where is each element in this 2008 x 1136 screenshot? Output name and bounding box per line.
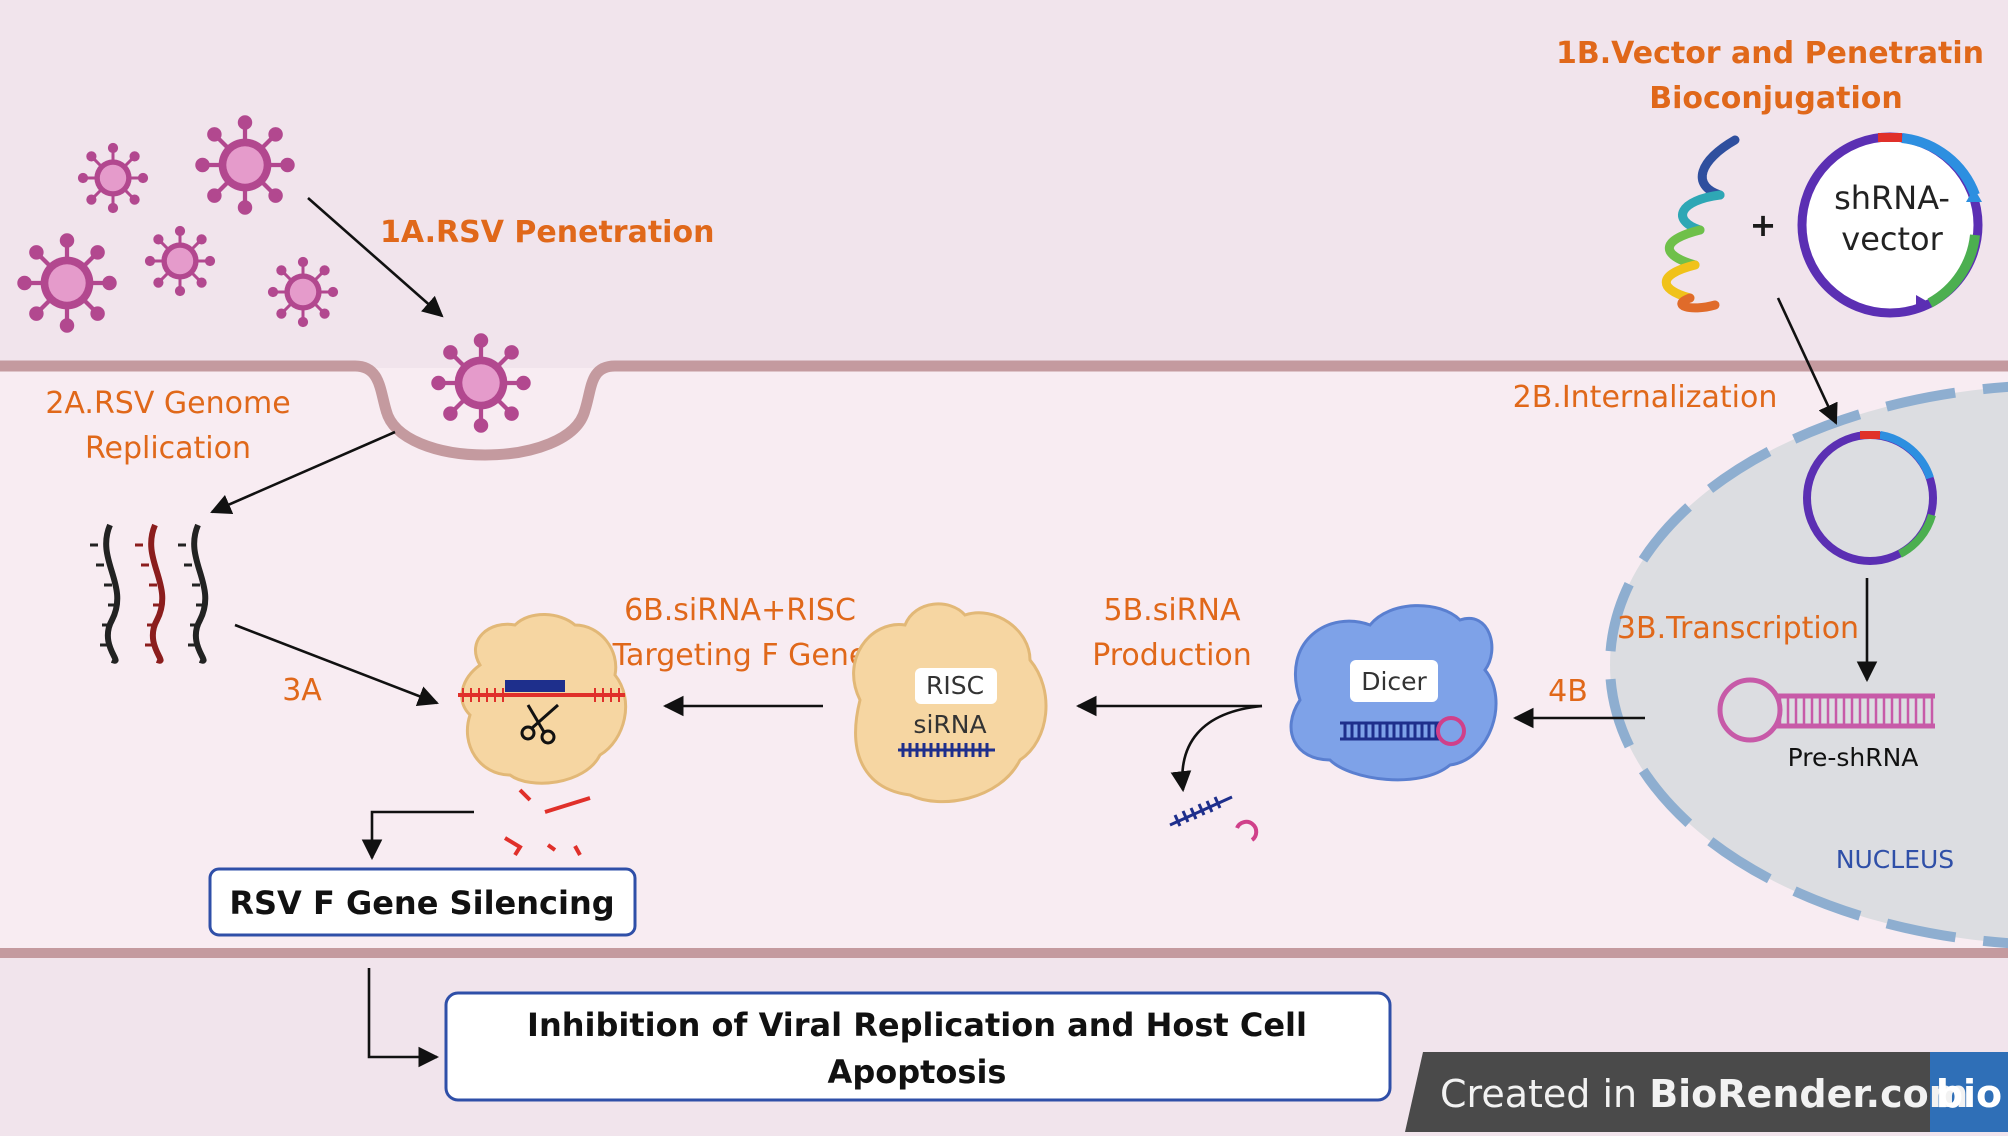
watermark-prefix: Created in [1440,1072,1649,1116]
silencing-box [208,867,637,937]
inhibition-label-line1: Inhibition of Viral Replication and Host… [527,1006,1307,1044]
nucleus [1605,381,2008,949]
step-6b-label-line1: 6B.siRNA+RISC [624,593,856,628]
step-2a-label-line2: Replication [85,431,251,466]
step-5b-label-line1: 5B.siRNA [1104,593,1241,628]
inhibition-label-line2: Apoptosis [828,1053,1007,1091]
flow-arrows [210,197,1878,1068]
virus-icon [433,335,528,430]
arrow-dicer-fragments [1170,704,1263,793]
risc-label: RISC [926,671,984,700]
dicer-enzyme-icon [1289,604,1498,782]
arrow-to-silencing [361,810,474,861]
step-3a-label: 3A [282,673,322,708]
genome-bases-icon [90,543,204,647]
arrow-internalization [1776,297,1838,425]
step-2b-label: 2B.Internalization [1513,380,1778,415]
pre-shrna-label: Pre-shRNA [1788,743,1919,772]
step-4b-label: 4B [1548,674,1588,709]
arrow-3a [234,623,439,706]
watermark-text: Created in BioRender.com [1440,1072,1968,1116]
rsv-genome-strands-icon [103,523,209,664]
virus-icon [267,256,339,328]
biorender-logo: bio [1936,1072,2002,1116]
sirna-fragment-icon [1169,795,1233,827]
arrow-to-inhibition [367,968,440,1068]
shrna-vector-plasmid-icon [1797,132,1983,318]
plus-sign: + [1750,206,1777,244]
pre-shrna-hairpin-icon [1717,677,1935,743]
silencing-label: RSV F Gene Silencing [229,884,614,922]
nucleus-label: NUCLEUS [1836,845,1954,874]
dicer-label: Dicer [1361,667,1427,696]
shrna-vector-label-line2: vector [1841,220,1943,258]
step-5b-label-line2: Production [1092,638,1252,673]
step-2a-label-line1: 2A.RSV Genome [45,386,290,421]
loop-fragment-icon [1235,819,1259,842]
arrow-penetration [307,197,444,318]
watermark-brand: BioRender.com [1649,1072,1968,1116]
virus-icon [144,225,216,297]
shrna-vector-label-line1: shRNA- [1834,179,1950,217]
step-1b-label-line1: 1B.Vector and Penetratin [1556,36,1984,71]
step-6b-label-line2: Targeting F Gene [612,638,868,673]
virus-icon [197,117,292,212]
virus-icon [77,142,149,214]
plasma-membrane [0,360,2008,461]
internalized-plasmid-icon [1803,431,1937,565]
step-1b-label-line2: Bioconjugation [1649,81,1902,116]
cleaved-mrna-fragments-icon [503,788,591,857]
step-1a-label: 1A.RSV Penetration [380,215,714,250]
biorender-watermark: Created in BioRender.com bio [1405,1052,2008,1132]
risc-complex-icon [852,602,1048,803]
inhibition-box [444,991,1392,1102]
step-3b-label: 3B.Transcription [1617,611,1859,646]
arrow-genome-replication [210,430,396,515]
risc-target-cleavage-icon [458,613,628,785]
penetratin-peptide-icon [1661,135,1740,313]
virus-icon [19,235,114,330]
risc-sirna-label: siRNA [913,710,986,739]
